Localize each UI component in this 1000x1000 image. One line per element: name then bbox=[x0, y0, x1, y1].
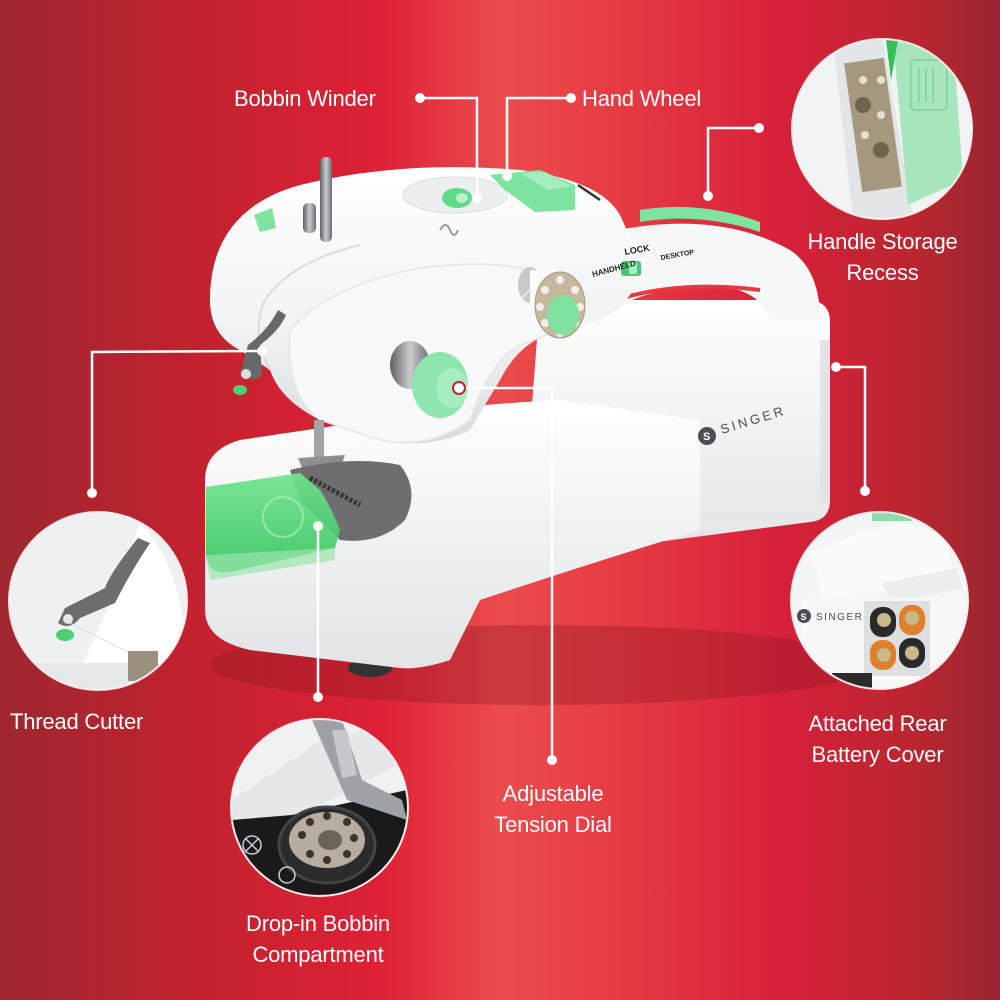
callout-thread-cutter: Thread Cutter bbox=[10, 706, 190, 737]
battery-logo-mark: S bbox=[801, 612, 807, 622]
callout-bobbin-winder: Bobbin Winder bbox=[234, 83, 414, 114]
battery-cover-label-line2: Battery Cover bbox=[811, 742, 944, 767]
bobbin-winder-label: Bobbin Winder bbox=[234, 86, 376, 111]
hand-wheel-label: Hand Wheel bbox=[582, 86, 702, 111]
battery-compartment-image: S SINGER bbox=[792, 513, 967, 688]
bobbin-compartment-label-line1: Drop-in Bobbin bbox=[246, 911, 390, 936]
battery-cover-detail-circle: S SINGER bbox=[792, 513, 967, 688]
battery-logo-text: SINGER bbox=[816, 612, 863, 623]
handle-storage-detail-circle bbox=[793, 40, 971, 218]
callout-tension-dial: Adjustable Tension Dial bbox=[468, 778, 638, 840]
bobbin-compartment-detail-circle bbox=[232, 720, 407, 895]
tension-dial-label-line1: Adjustable bbox=[502, 781, 604, 806]
thread-cutter-detail-circle bbox=[10, 513, 186, 689]
handle-storage-label-line2: Recess bbox=[846, 260, 919, 285]
callout-handle-storage: Handle Storage Recess bbox=[780, 226, 985, 288]
callout-bobbin-compartment: Drop-in Bobbin Compartment bbox=[218, 908, 418, 970]
logo-mark: S bbox=[703, 431, 710, 443]
thread-cutter-image bbox=[10, 513, 186, 689]
thread-cutter-label: Thread Cutter bbox=[10, 709, 144, 734]
callout-hand-wheel: Hand Wheel bbox=[582, 83, 742, 114]
battery-cover-label-line1: Attached Rear bbox=[808, 711, 947, 736]
bobbin-compartment-label-line2: Compartment bbox=[252, 942, 384, 967]
callout-battery-cover: Attached Rear Battery Cover bbox=[775, 708, 980, 770]
handle-storage-label-line1: Handle Storage bbox=[807, 229, 958, 254]
tension-dial-label-line2: Tension Dial bbox=[494, 812, 612, 837]
bobbin-compartment-image bbox=[232, 720, 407, 895]
mode-lock-label: LOCK bbox=[624, 243, 651, 257]
handle-storage-image bbox=[793, 40, 971, 218]
